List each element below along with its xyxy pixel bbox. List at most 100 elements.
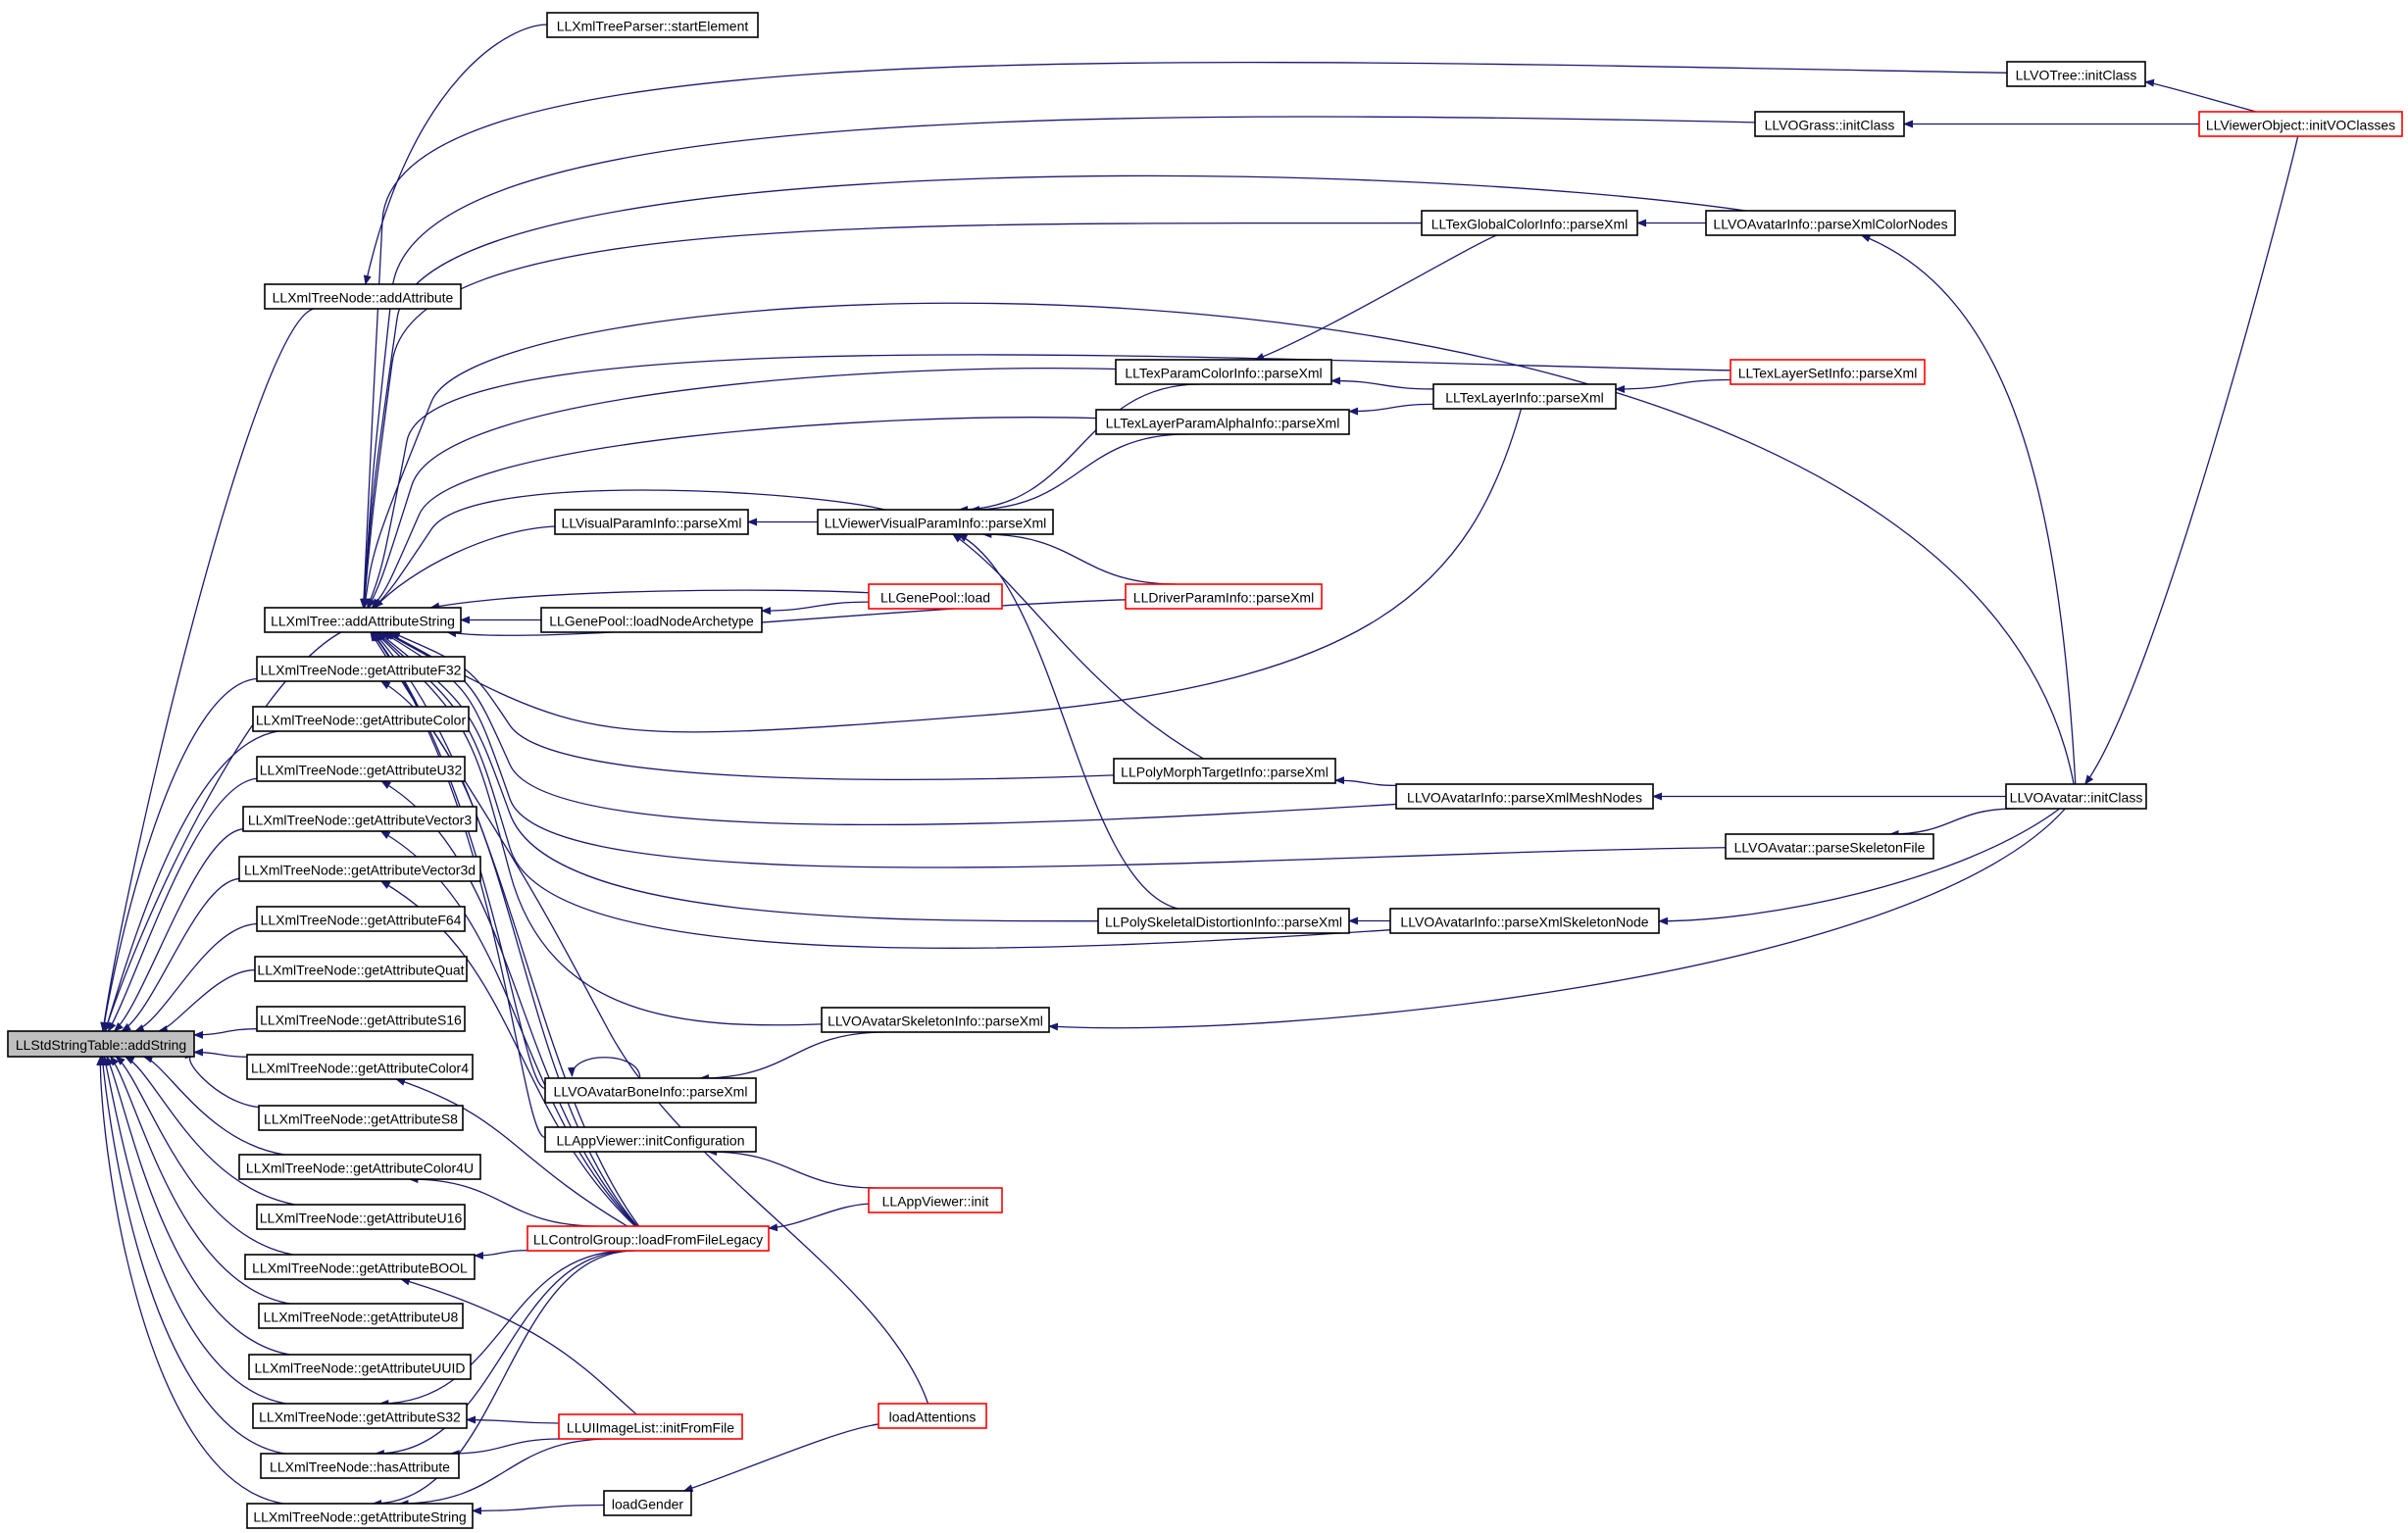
node-box[interactable] [238,856,481,882]
node-gaColor4[interactable]: LLXmlTreeNode::getAttributeColor4 [246,1054,474,1080]
node-parseSkeletonFile[interactable]: LLVOAvatar::parseSkeletonFile [1725,833,1934,860]
node-box[interactable] [252,706,470,732]
node-box[interactable] [546,12,759,38]
node-texLayerSet[interactable]: LLTexLayerSetInfo::parseXml [1730,359,1926,385]
node-loadFromFileLegacy[interactable]: LLControlGroup::loadFromFileLegacy [527,1225,770,1252]
node-initConfiguration[interactable]: LLAppViewer::initConfiguration [544,1126,757,1153]
node-box[interactable] [246,1054,474,1080]
node-driverParam[interactable]: LLDriverParamInfo::parseXml [1125,583,1323,610]
node-box[interactable] [7,1030,195,1058]
node-box[interactable] [258,1303,464,1329]
node-voTree[interactable]: LLVOTree::initClass [2006,61,2146,87]
node-texLayerParamAlpha[interactable]: LLTexLayerParamAlphaInfo::parseXml [1095,409,1350,435]
node-viewerObject[interactable]: LLViewerObject::initVOClasses [2198,111,2403,137]
node-box[interactable] [1095,409,1350,435]
node-box[interactable] [1115,359,1332,385]
node-box[interactable] [254,956,468,982]
node-box[interactable] [1421,210,1638,236]
node-box[interactable] [246,1503,474,1529]
node-gaBOOL[interactable]: LLXmlTreeNode::getAttributeBOOL [244,1254,476,1280]
node-viewerVisualParam[interactable]: LLViewerVisualParamInfo::parseXml [817,509,1054,535]
node-meshNodes[interactable]: LLVOAvatarInfo::parseXmlMeshNodes [1395,783,1654,810]
node-polySkeletal[interactable]: LLPolySkeletalDistortionInfo::parseXml [1097,908,1350,934]
node-appViewerInit[interactable]: LLAppViewer::init [868,1187,1003,1213]
node-box[interactable] [558,1413,743,1440]
node-texGlobalColor[interactable]: LLTexGlobalColorInfo::parseXml [1421,210,1638,236]
node-box[interactable] [1395,783,1654,810]
node-gaF64[interactable]: LLXmlTreeNode::getAttributeF64 [256,906,466,932]
node-box[interactable] [1113,758,1336,784]
node-box[interactable] [868,1187,1003,1213]
node-addAttributeString[interactable]: LLXmlTree::addAttributeString [264,607,462,633]
node-gaU16[interactable]: LLXmlTreeNode::getAttributeU16 [256,1204,466,1230]
node-box[interactable] [603,1490,692,1516]
node-addAttribute[interactable]: LLXmlTreeNode::addAttribute [264,283,462,310]
node-box[interactable] [1125,583,1323,610]
node-visualParam[interactable]: LLVisualParamInfo::parseXml [554,509,749,535]
node-gaColor4U[interactable]: LLXmlTreeNode::getAttributeColor4U [238,1154,481,1180]
node-gaF32[interactable]: LLXmlTreeNode::getAttributeF32 [256,656,466,682]
node-gaVector3[interactable]: LLXmlTreeNode::getAttributeVector3 [242,806,477,832]
node-gaUUID[interactable]: LLXmlTreeNode::getAttributeUUID [248,1354,472,1380]
node-box[interactable] [544,1126,757,1153]
node-box[interactable] [264,283,462,310]
node-box[interactable] [264,607,462,633]
node-box[interactable] [256,756,466,782]
node-box[interactable] [817,509,1054,535]
node-box[interactable] [256,1204,466,1230]
node-box[interactable] [1432,383,1617,410]
node-box[interactable] [1754,111,1905,137]
node-box[interactable] [252,1403,468,1429]
node-gaQuat[interactable]: LLXmlTreeNode::getAttributeQuat [254,956,468,982]
node-box[interactable] [244,1254,476,1280]
node-box[interactable] [1730,359,1926,385]
node-box[interactable] [256,1006,466,1032]
node-texParamColor[interactable]: LLTexParamColorInfo::parseXml [1115,359,1332,385]
node-box[interactable] [1097,908,1350,934]
node-hasAttribute[interactable]: LLXmlTreeNode::hasAttribute [260,1453,460,1479]
node-skeletonInfo[interactable]: LLVOAvatarSkeletonInfo::parseXml [821,1007,1050,1033]
node-loadAttentions[interactable]: loadAttentions [878,1403,987,1429]
node-loadNodeArchetype[interactable]: LLGenePool::loadNodeArchetype [540,607,763,633]
node-box[interactable] [238,1154,481,1180]
node-box[interactable] [821,1007,1050,1033]
node-gaS16[interactable]: LLXmlTreeNode::getAttributeS16 [256,1006,466,1032]
node-box[interactable] [260,1453,460,1479]
node-box[interactable] [1725,833,1934,860]
node-skeletonNode[interactable]: LLVOAvatarInfo::parseXmlSkeletonNode [1389,908,1660,934]
node-box[interactable] [544,1077,757,1104]
node-box[interactable] [540,607,763,633]
node-boneInfo[interactable]: LLVOAvatarBoneInfo::parseXml [544,1077,757,1104]
node-gaColor[interactable]: LLXmlTreeNode::getAttributeColor [252,706,470,732]
node-box[interactable] [554,509,749,535]
node-box[interactable] [256,906,466,932]
node-imageListInit[interactable]: LLUIImageList::initFromFile [558,1413,743,1440]
node-startElement[interactable]: LLXmlTreeParser::startElement [546,12,759,38]
node-gaVector3d[interactable]: LLXmlTreeNode::getAttributeVector3d [238,856,481,882]
node-box[interactable] [242,806,477,832]
node-genePoolLoad[interactable]: LLGenePool::load [868,583,1003,610]
node-box[interactable] [2198,111,2403,137]
node-texLayerInfo[interactable]: LLTexLayerInfo::parseXml [1432,383,1617,410]
node-box[interactable] [878,1403,987,1429]
node-addString[interactable]: LLStdStringTable::addString [7,1030,195,1058]
node-gaString[interactable]: LLXmlTreeNode::getAttributeString [246,1503,474,1529]
node-box[interactable] [2005,783,2147,810]
node-box[interactable] [258,1105,464,1131]
node-box[interactable] [1705,210,1956,236]
node-voGrass[interactable]: LLVOGrass::initClass [1754,111,1905,137]
node-box[interactable] [248,1354,472,1380]
node-box[interactable] [1389,908,1660,934]
node-gaU8[interactable]: LLXmlTreeNode::getAttributeU8 [258,1303,464,1329]
node-box[interactable] [256,656,466,682]
node-colorNodes[interactable]: LLVOAvatarInfo::parseXmlColorNodes [1705,210,1956,236]
node-polyMorph[interactable]: LLPolyMorphTargetInfo::parseXml [1113,758,1336,784]
node-box[interactable] [527,1225,770,1252]
node-gaS32[interactable]: LLXmlTreeNode::getAttributeS32 [252,1403,468,1429]
node-loadGender[interactable]: loadGender [603,1490,692,1516]
node-gaU32[interactable]: LLXmlTreeNode::getAttributeU32 [256,756,466,782]
node-voAvatarInit[interactable]: LLVOAvatar::initClass [2005,783,2147,810]
node-gaS8[interactable]: LLXmlTreeNode::getAttributeS8 [258,1105,464,1131]
node-box[interactable] [2006,61,2146,87]
node-box[interactable] [868,583,1003,610]
